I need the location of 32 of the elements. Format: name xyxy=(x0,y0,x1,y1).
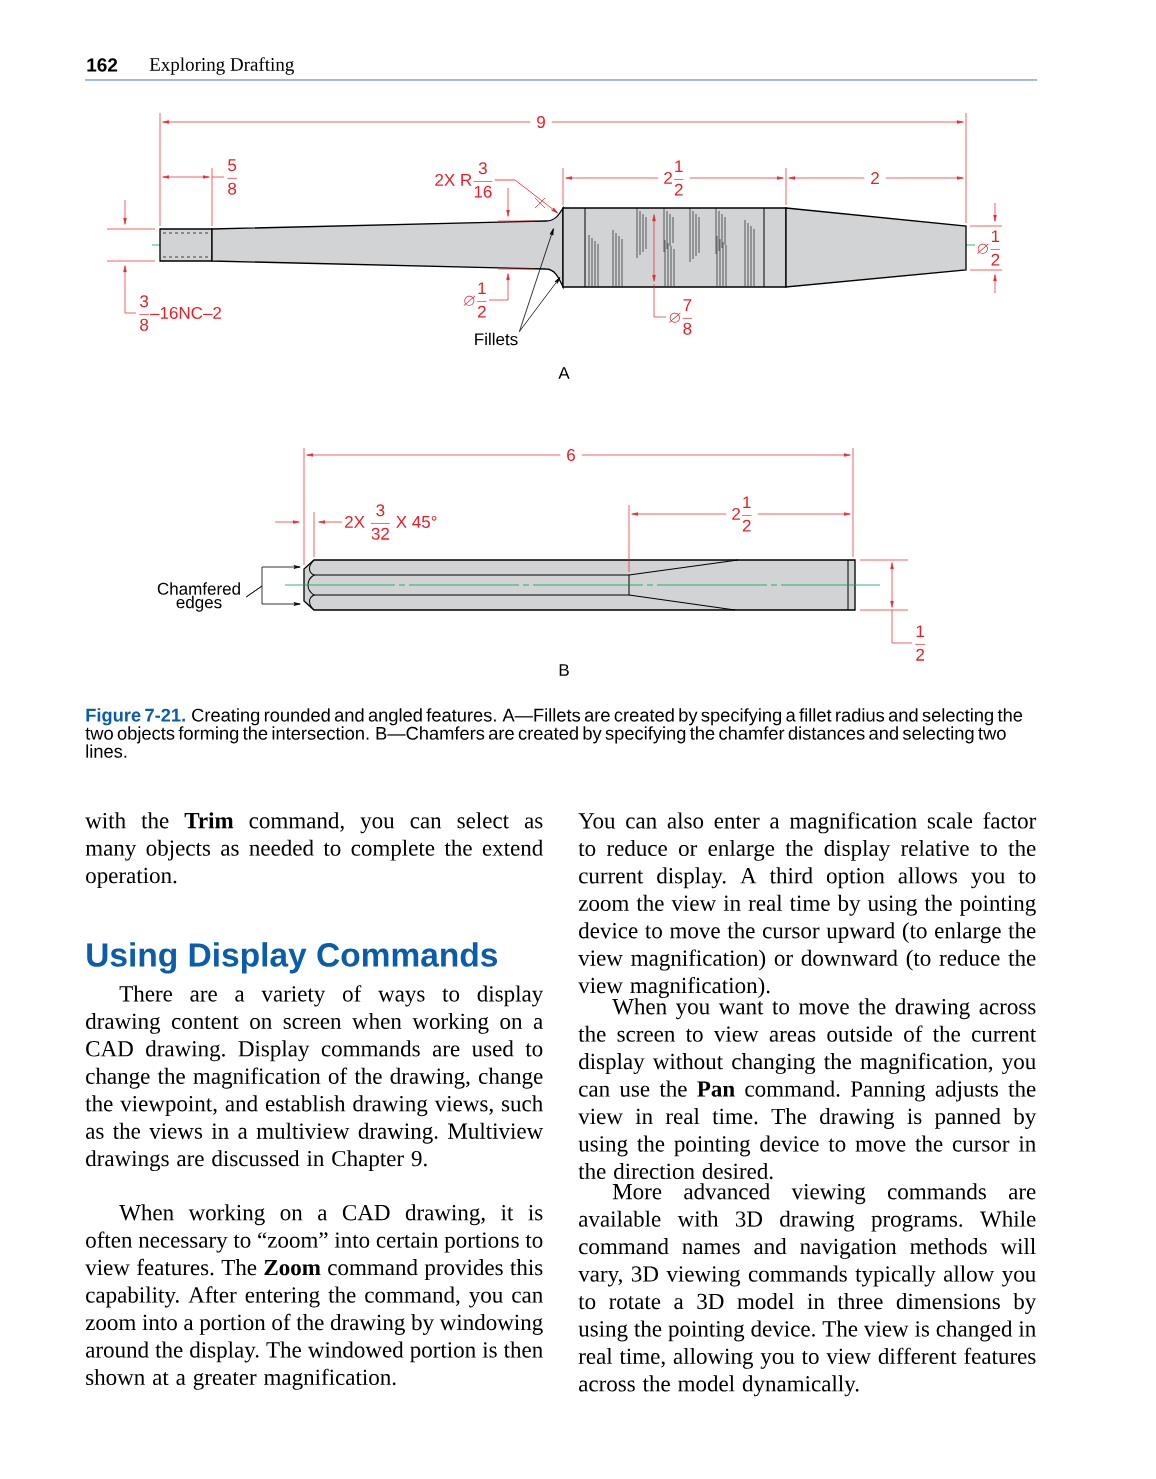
dimension-text: $\text{2}\frac{\text{1}}{\text{2}}$ xyxy=(726,491,758,537)
running-head: Exploring Drafting xyxy=(149,57,294,75)
body-paragraph: When you want to move the drawing across the screen to view areas outside of the current display without changing the magnification, you can use the Pan command. Panning adjusts the view in real time. The drawing is panned by using the pointing device to move the cursor in the direction desired. xyxy=(578,998,1037,1180)
page-number: 162 xyxy=(87,58,118,72)
dimension-text: $\frac{\text{3}}{\text{8}}\text{–16NC–2}$ xyxy=(139,295,221,331)
dimension-text: $\varnothing\frac{\text{7}}{\text{8}}$ xyxy=(669,299,693,335)
body-paragraph: You can also enter a magnification scale factor to reduce or enlarge the display relative to the current display. A third option allows you to zoom the view in real time by using the pointing device to move the cursor upward (to enlarge the view magnification) or downward (to reduce the view magnification). xyxy=(578,812,1037,999)
view-label: A xyxy=(558,367,570,379)
dimension-text: $\varnothing\frac{\text{1}}{\text{2}}$ xyxy=(977,230,1001,266)
section-heading: Using Display Commands xyxy=(87,942,498,974)
body-paragraph: There are a variety of ways to display drawing content on screen when working on a CAD drawing. Display commands are used to change the magnification of the drawing, change the viewpoint, and establish drawing views, such as the views in a multiview drawing. Multiview drawings are discussed in Chapter 9. xyxy=(85,985,544,1172)
leader-line xyxy=(494,179,558,214)
dimension-text: $\text{2X R}\frac{\text{3}}{\text{16}}$ xyxy=(435,162,493,198)
leader-line xyxy=(519,277,561,332)
dimension-text: $\frac{\text{5}}{\text{8}}$ xyxy=(227,159,237,195)
dimension-text: 2 xyxy=(864,166,886,190)
leader-label: Fillets xyxy=(475,332,518,346)
leader-line xyxy=(245,585,301,606)
leader-line xyxy=(519,228,554,332)
dimension-text: $\text{2X }\frac{\text{3}}{\text{32}}\text{ X 45°}$ xyxy=(345,504,437,540)
body-paragraph: More advanced viewing commands are available with 3D drawing programs. While command names and navigation methods will vary, 3D viewing commands typically allow you to rotate a 3D model in three dimensions by using the pointing device. The view is changed in real time, allowing you to view different features across the model dynamically. xyxy=(578,1183,1037,1397)
bar-drawing xyxy=(303,559,856,611)
body-paragraph: When working on a CAD drawing, it is often necessary to “zoom” into certain portions to view features. The Zoom command provides this capability. After entering the command, you can zoom into a portion of the drawing by windowing around the display. The windowed portion is then shown at a greater magnification. xyxy=(85,1204,543,1390)
dimension-text: 9 xyxy=(530,110,552,134)
view-label: B xyxy=(559,664,569,676)
dimension-text: $\frac{\text{1}}{\text{2}}$ xyxy=(915,625,925,661)
figure-caption: Figure 7-21. Creating rounded and angled features. A—Fillets are created by specifying a fillet radius and selecting the two objects forming the intersection. B—Chamfers are created by specifying the chamfer distances and selecting two lines. xyxy=(85,708,1023,758)
dimension-text: $\text{2}\frac{\text{1}}{\text{2}}$ xyxy=(658,155,690,201)
dimension-text: $\varnothing\frac{\text{1}}{\text{2}}$ xyxy=(463,282,487,318)
body-paragraph: with the Trim command, you can select as many objects as needed to complete the extend operation. xyxy=(85,812,543,888)
dimension-text: 6 xyxy=(560,443,582,467)
leader-label: Chamfered edges xyxy=(157,582,240,612)
